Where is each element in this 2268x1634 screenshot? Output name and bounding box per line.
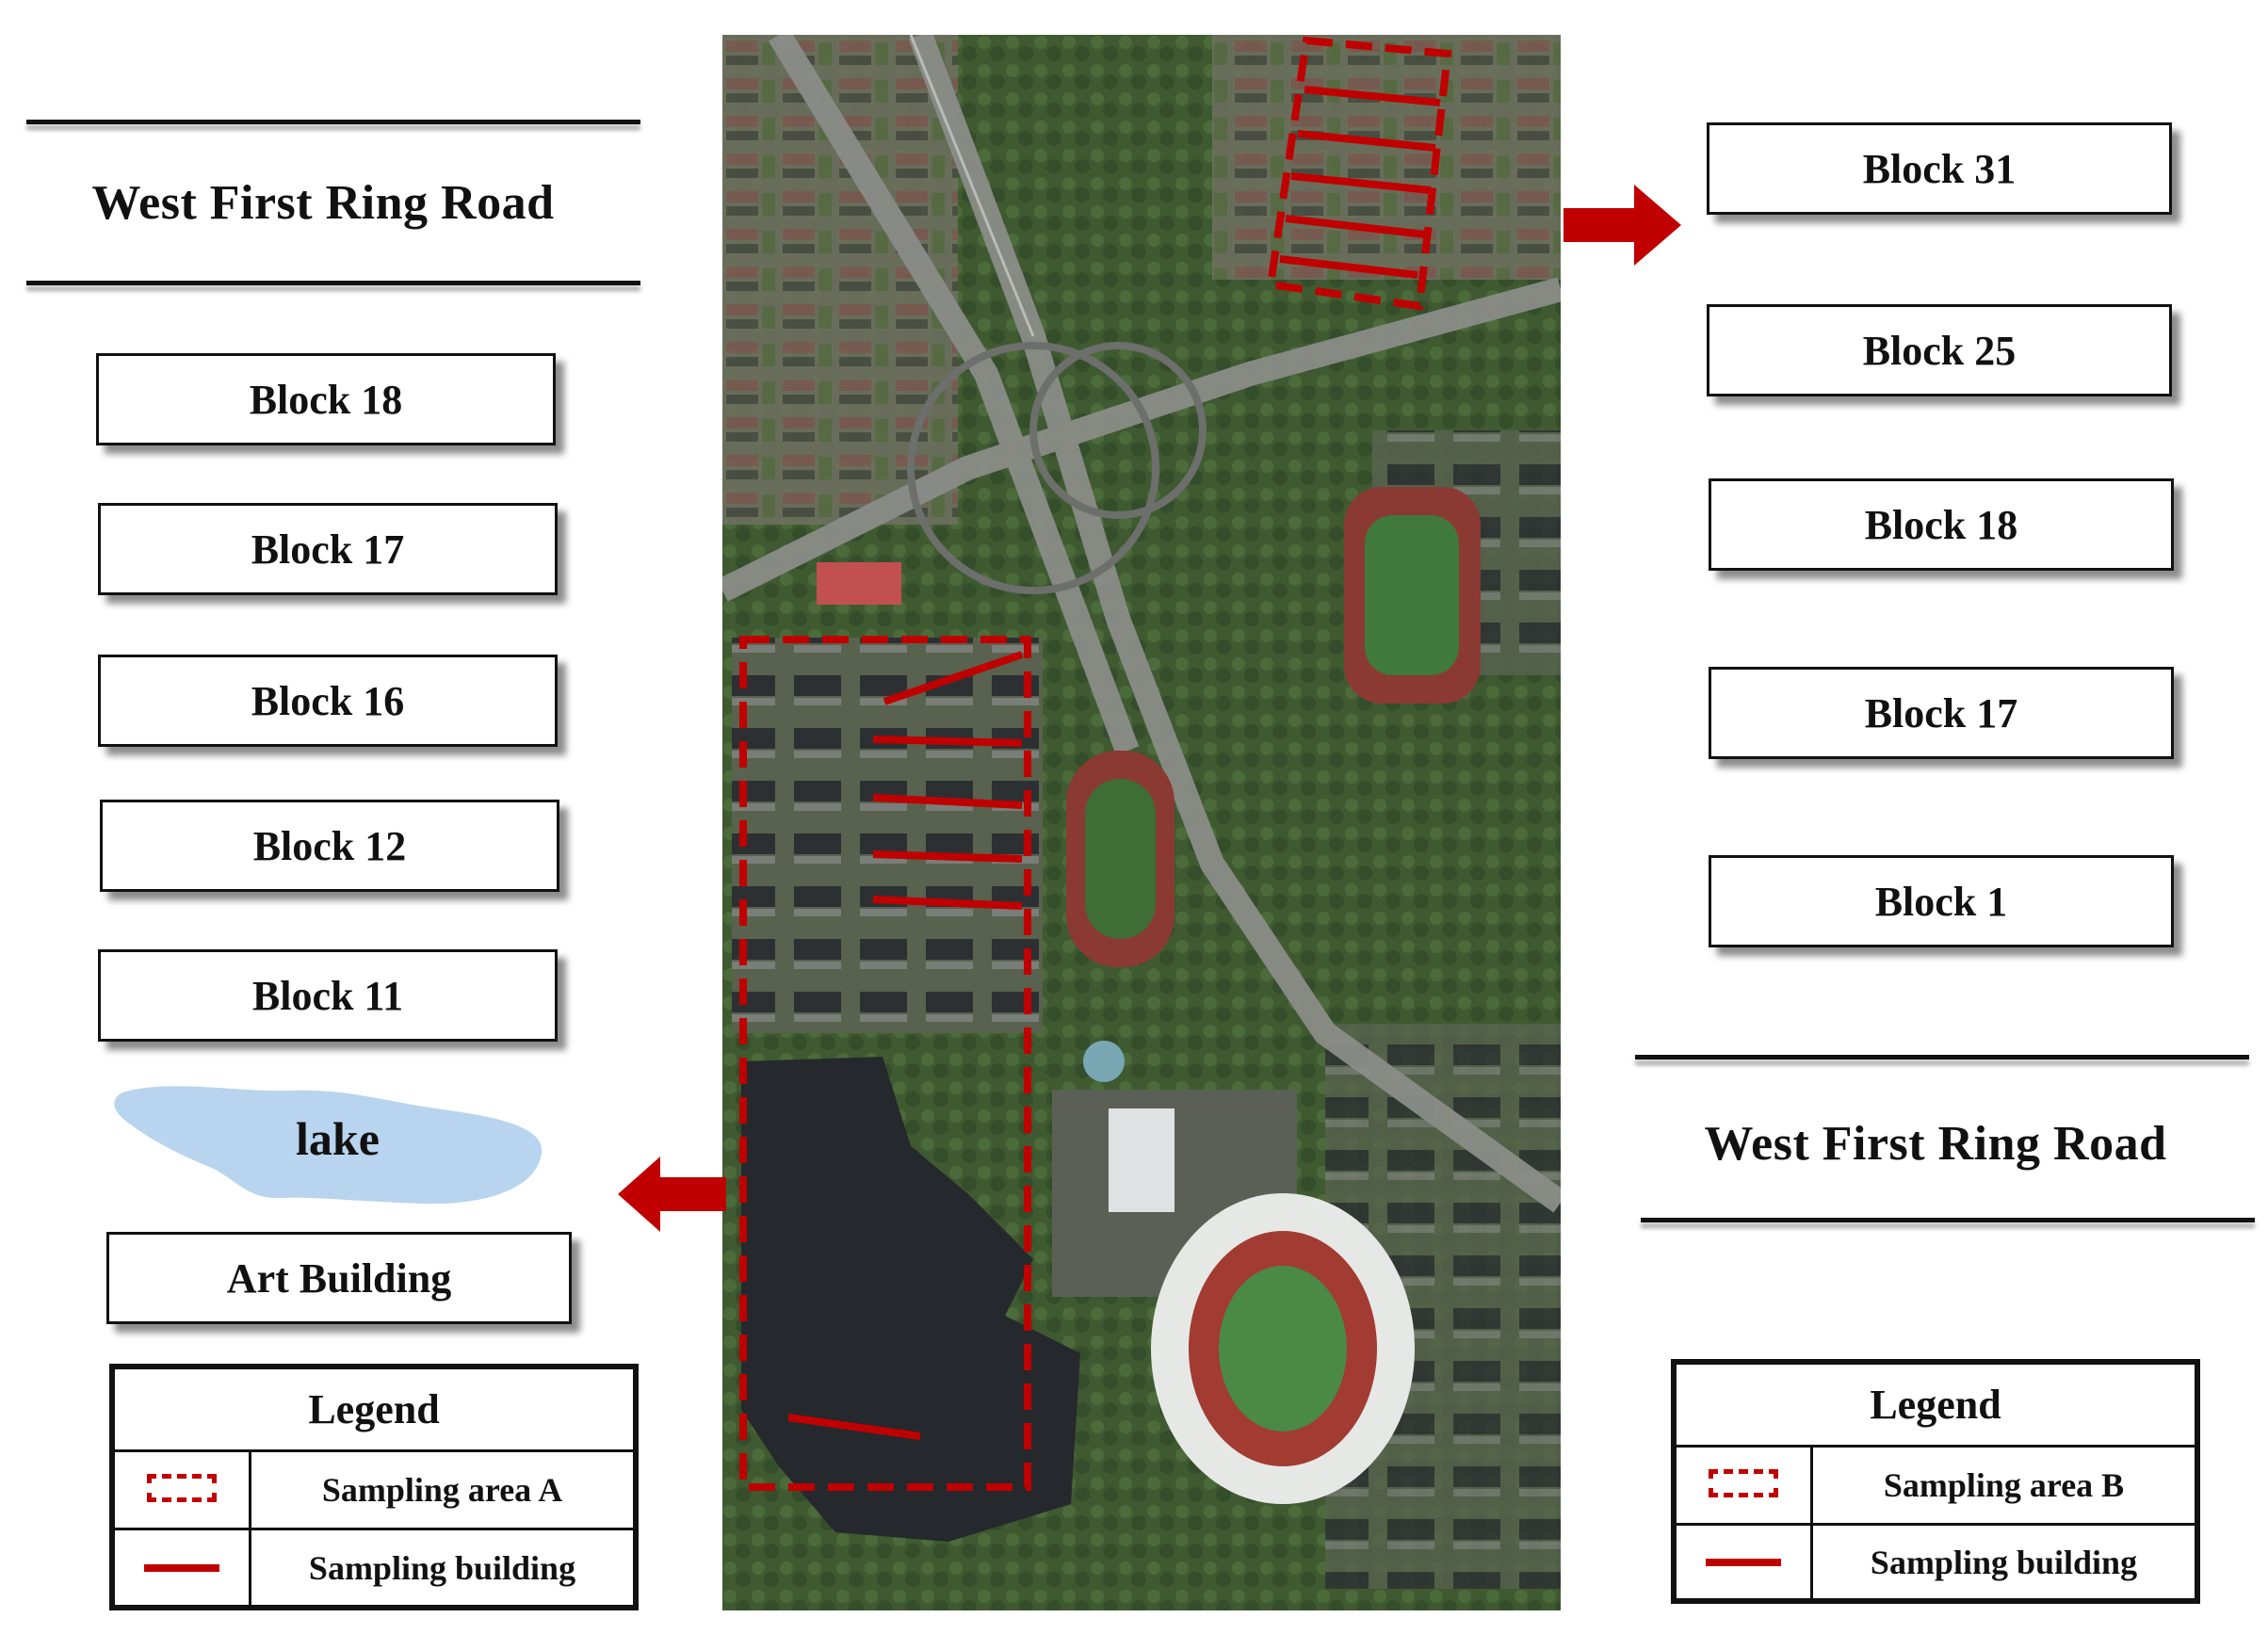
legend-right: Legend Sampling area B Sampling building — [1671, 1359, 2200, 1604]
legend-right-title: Legend — [1674, 1362, 2197, 1448]
legend-left: Legend Sampling area A Sampling building — [109, 1364, 639, 1610]
left-road-bottom-line — [26, 281, 640, 285]
aerial-map — [722, 35, 1561, 1610]
left-block-16: Block 16 — [98, 655, 558, 747]
left-block-12: Block 12 — [100, 800, 559, 892]
legend-left-title: Legend — [112, 1367, 636, 1452]
right-road-title: West First Ring Road — [1704, 1117, 2167, 1171]
right-road-top-line — [1635, 1055, 2249, 1060]
legend-right-building-label: Sampling building — [1810, 1523, 2197, 1601]
lake-shape — [114, 1086, 543, 1205]
legend-left-building-symbol — [112, 1528, 251, 1608]
legend-right-area-symbol — [1674, 1445, 1813, 1526]
legend-left-building-label: Sampling building — [249, 1528, 636, 1608]
legend-left-area-label: Sampling area A — [249, 1449, 636, 1530]
dashed-rect-icon — [147, 1473, 217, 1502]
arrow-right-icon — [1563, 185, 1681, 266]
red-line-icon — [144, 1563, 219, 1572]
art-building-box: Art Building — [106, 1232, 572, 1324]
right-block-17: Block 17 — [1709, 667, 2174, 759]
legend-left-area-symbol — [112, 1449, 251, 1530]
left-road-title: West First Ring Road — [91, 176, 555, 230]
right-road-bottom-line — [1641, 1218, 2255, 1222]
left-road-top-line — [26, 120, 640, 124]
legend-right-building-symbol — [1674, 1523, 1813, 1601]
left-block-11: Block 11 — [98, 949, 558, 1042]
right-block-18: Block 18 — [1709, 478, 2174, 571]
right-block-31: Block 31 — [1707, 122, 2172, 215]
right-block-25: Block 25 — [1707, 304, 2172, 396]
lake-label: lake — [296, 1112, 380, 1165]
red-line-icon — [1706, 1558, 1781, 1566]
right-block-1: Block 1 — [1709, 855, 2174, 947]
left-block-18: Block 18 — [96, 353, 556, 445]
left-block-17: Block 17 — [98, 503, 558, 595]
dashed-rect-icon — [1709, 1468, 1778, 1497]
legend-right-area-label: Sampling area B — [1810, 1445, 2197, 1526]
arrow-left-icon — [618, 1157, 726, 1232]
